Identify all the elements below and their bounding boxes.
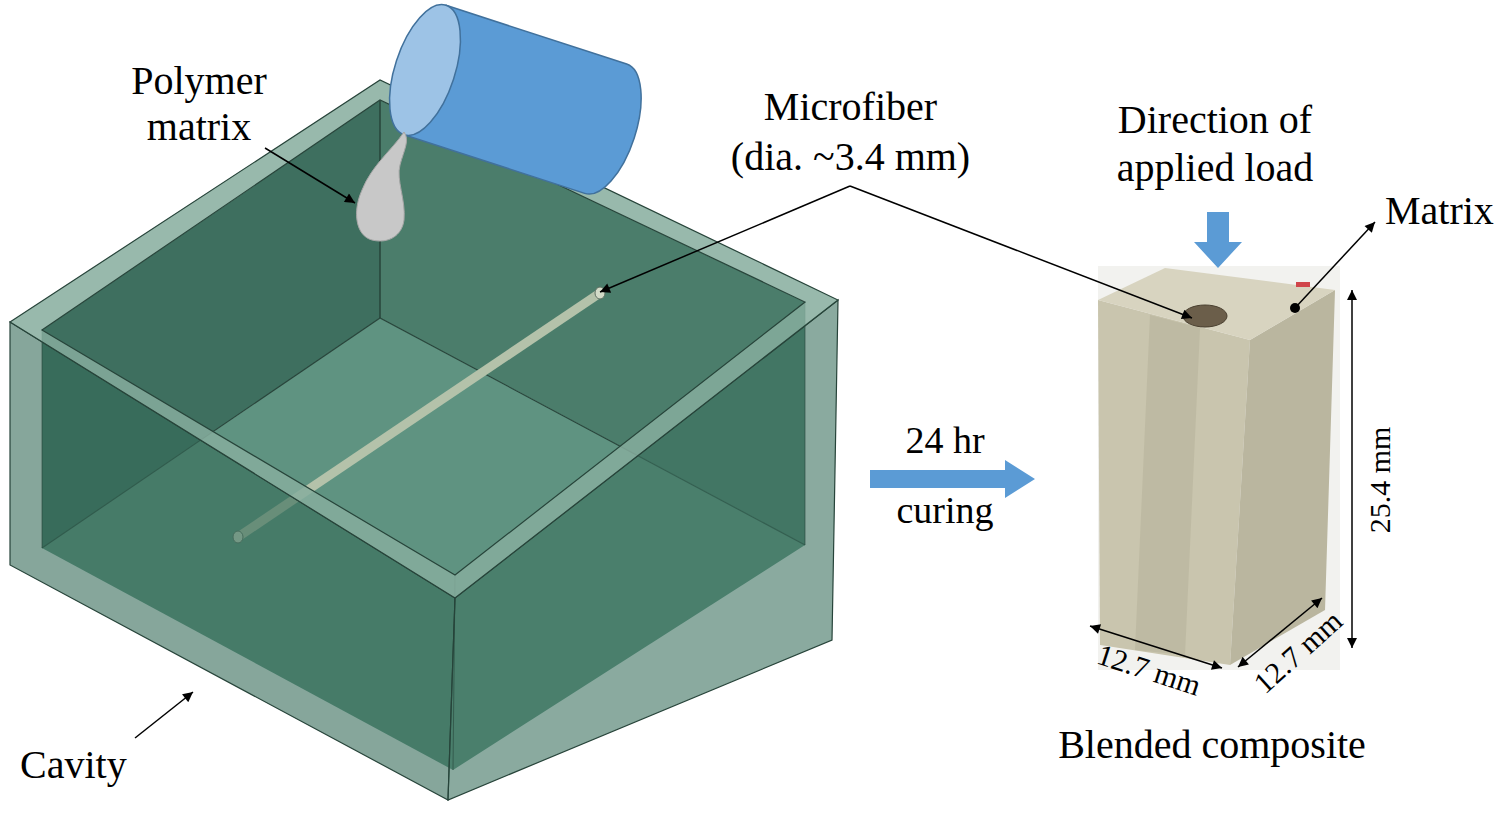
leader-line <box>1295 222 1375 308</box>
caption-label: Blended composite <box>1012 722 1412 768</box>
dimension-label: 25.4 mm <box>1363 427 1397 534</box>
specimen-face <box>1098 300 1250 665</box>
pouring-cup <box>375 0 655 203</box>
leader-line <box>850 186 1192 318</box>
dimension-label: 12.7 mm <box>1093 637 1205 702</box>
cup-opening <box>375 0 474 144</box>
load-arrow <box>1194 212 1242 268</box>
load-label: Direction of applied load <box>1100 96 1330 192</box>
photo-background <box>1098 266 1340 670</box>
mould-edge <box>805 302 806 545</box>
specimen-mark <box>1296 282 1310 287</box>
mould-front-wall <box>10 322 455 800</box>
leader-line <box>265 148 355 203</box>
mould-rim <box>10 80 838 598</box>
part-label: Microfiber (dia. ~3.4 mm) <box>727 82 974 182</box>
part-label: Polymer matrix <box>114 58 284 150</box>
mould-edge <box>453 575 455 770</box>
fiber-hole <box>1183 305 1227 327</box>
dimension-label: 12.7 mm <box>1247 604 1349 701</box>
mould-edge <box>42 330 43 548</box>
polymer-stream <box>357 132 407 241</box>
dimension-arrow <box>1351 290 1353 648</box>
specimen-shade <box>1135 315 1200 655</box>
part-label: Cavity <box>20 742 127 788</box>
leader-line <box>600 186 850 292</box>
process-label: 24 hr curing <box>880 405 1010 545</box>
leader-line <box>135 692 193 738</box>
part-label: Matrix <box>1385 188 1494 234</box>
microfiber-end <box>595 287 605 299</box>
